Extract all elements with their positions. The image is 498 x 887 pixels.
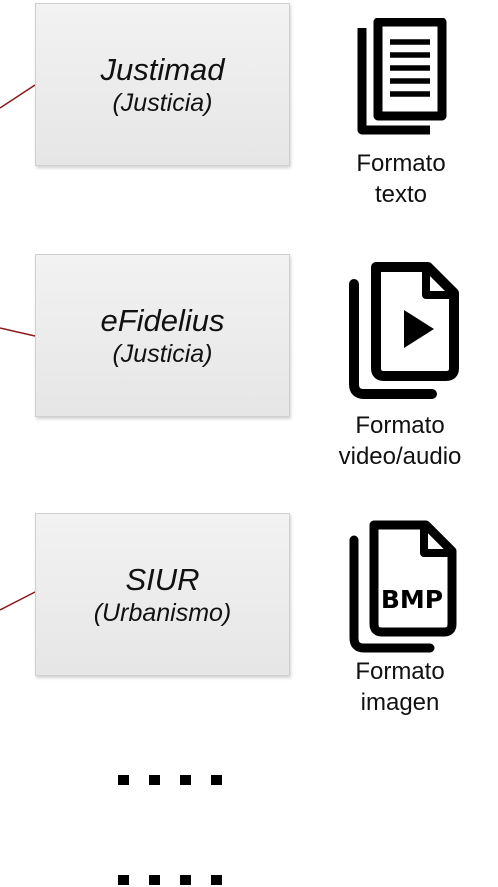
system-name: Justimad [100, 51, 225, 87]
system-area: (Urbanismo) [93, 598, 232, 627]
format-caption-line1: Formato [355, 412, 445, 439]
continuation-dots [118, 775, 222, 785]
system-area: (Justicia) [112, 88, 213, 117]
system-area: (Justicia) [112, 339, 213, 368]
continuation-dots [118, 875, 222, 885]
connector-line-siur [0, 591, 36, 611]
bmp-label: BMP [381, 585, 443, 614]
format-caption-line2: video/audio [338, 443, 462, 470]
video-file-icon [349, 262, 459, 399]
system-name: SIUR [125, 561, 200, 597]
image-file-icon: BMP [349, 520, 457, 653]
document-icon [357, 18, 447, 135]
format-caption: Formato imagen [330, 656, 470, 718]
format-caption-line1: Formato [356, 150, 446, 177]
system-box-efidelius: eFidelius (Justicia) [35, 254, 290, 417]
system-box-justimad: Justimad (Justicia) [35, 3, 290, 166]
connector-line-justimad [0, 84, 36, 109]
system-box-siur: SIUR (Urbanismo) [35, 513, 290, 676]
format-caption-line2: texto [374, 181, 428, 208]
format-caption: Formato texto [331, 148, 471, 210]
connector-line-efidelius [0, 327, 36, 337]
format-caption-line1: Formato [355, 658, 445, 685]
format-caption-line2: imagen [360, 689, 440, 716]
system-name: eFidelius [100, 302, 225, 338]
format-caption: Formato video/audio [330, 410, 470, 472]
